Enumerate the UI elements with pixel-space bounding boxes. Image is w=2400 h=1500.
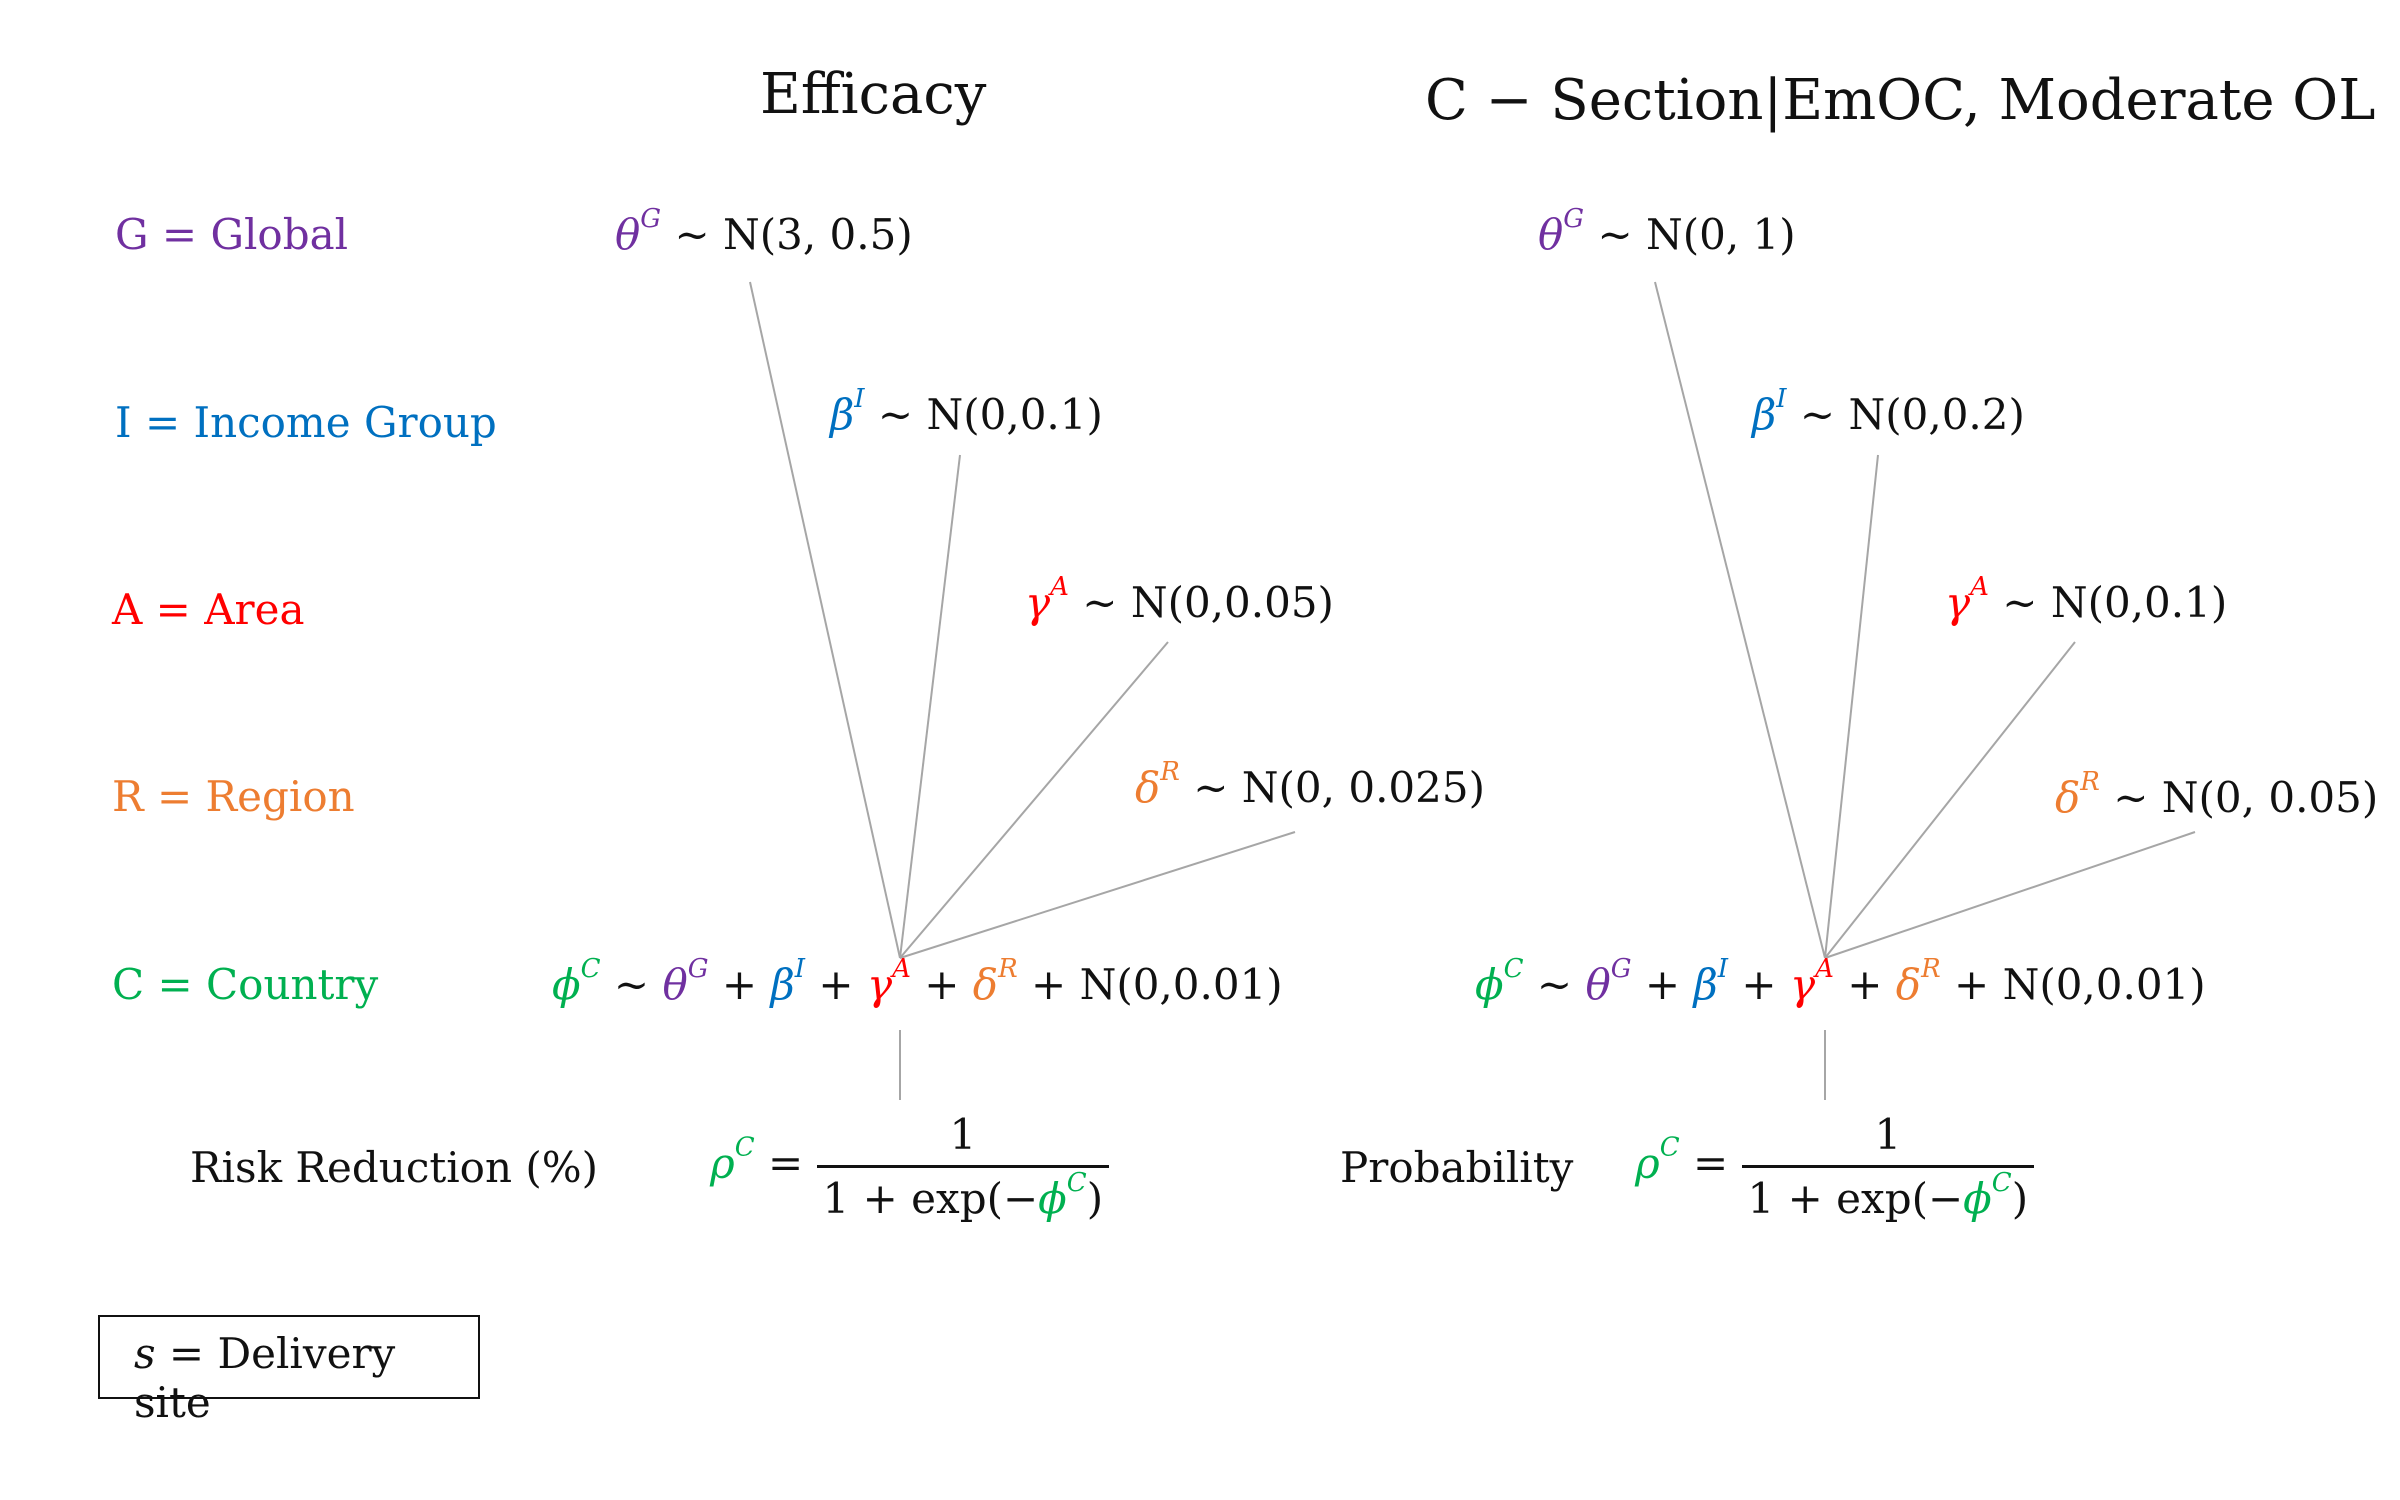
right-gamma-dist: N(0,0.1) — [2050, 578, 2228, 627]
level-label-area: A = Area — [112, 585, 305, 634]
right-delta-dist: N(0, 0.05) — [2161, 773, 2379, 822]
right-beta-dist: N(0,0.2) — [1848, 390, 2025, 439]
left-eq-output: ρC = 1 1 + exp(−ϕC) — [710, 1110, 1110, 1223]
level-label-income: I = Income Group — [115, 398, 497, 447]
legend-symbol: s — [134, 1329, 156, 1378]
left-theta-dist: N(3, 0.5) — [723, 210, 913, 259]
gamma-symbol: γ — [1025, 578, 1051, 627]
right-line-global — [1654, 281, 1826, 959]
left-line-area — [899, 641, 1169, 959]
right-eq-income: βI ∼ N(0,0.2) — [1752, 384, 2025, 439]
right-output-label: Probability — [1340, 1143, 1574, 1192]
right-eq-area: γA ∼ N(0,0.1) — [1945, 572, 2228, 627]
right-line-income — [1824, 454, 1879, 959]
left-eq-area: γA ∼ N(0,0.05) — [1025, 572, 1334, 627]
left-output-label: Risk Reduction (%) — [190, 1143, 599, 1192]
beta-symbol: β — [830, 390, 855, 439]
legend-box: s = Delivery site — [98, 1315, 480, 1427]
left-line-global — [749, 281, 901, 959]
left-country-noise: N(0,0.01) — [1079, 960, 1283, 1009]
right-country-noise: N(0,0.01) — [2002, 960, 2206, 1009]
legend-text: = Delivery site — [134, 1329, 396, 1427]
right-eq-country: ϕC ∼ θG + βI + γA + δR + N(0,0.01) — [1475, 954, 2206, 1009]
right-eq-global: θG ∼ N(0, 1) — [1538, 204, 1796, 259]
level-label-country: C = Country — [112, 960, 379, 1009]
right-eq-region: δR ∼ N(0, 0.05) — [2055, 767, 2379, 822]
left-eq-region: δR ∼ N(0, 0.025) — [1135, 757, 1485, 812]
theta-symbol: θ — [615, 210, 641, 259]
left-title: Efficacy — [760, 62, 987, 127]
right-eq-output: ρC = 1 1 + exp(−ϕC) — [1635, 1110, 2035, 1223]
right-theta-dist: N(0, 1) — [1646, 210, 1796, 259]
left-eq-income: βI ∼ N(0,0.1) — [830, 384, 1103, 439]
right-title: C − Section|EmOC, Moderate OL — [1425, 68, 2376, 133]
right-line-region — [1824, 831, 2196, 959]
left-beta-dist: N(0,0.1) — [926, 390, 1103, 439]
left-line-region — [899, 831, 1296, 959]
delta-symbol: δ — [1135, 763, 1161, 812]
left-eq-country: ϕC ∼ θG + βI + γA + δR + N(0,0.01) — [552, 954, 1283, 1009]
left-eq-global: θG ∼ N(3, 0.5) — [615, 204, 913, 259]
left-line-income — [899, 454, 961, 959]
left-delta-dist: N(0, 0.025) — [1241, 763, 1485, 812]
level-label-region: R = Region — [112, 772, 355, 821]
right-fraction: 1 1 + exp(−ϕC) — [1741, 1110, 2035, 1223]
left-fraction: 1 1 + exp(−ϕC) — [816, 1110, 1110, 1223]
level-label-global: G = Global — [115, 210, 349, 259]
right-line-area — [1824, 641, 2076, 959]
left-gamma-dist: N(0,0.05) — [1130, 578, 1334, 627]
